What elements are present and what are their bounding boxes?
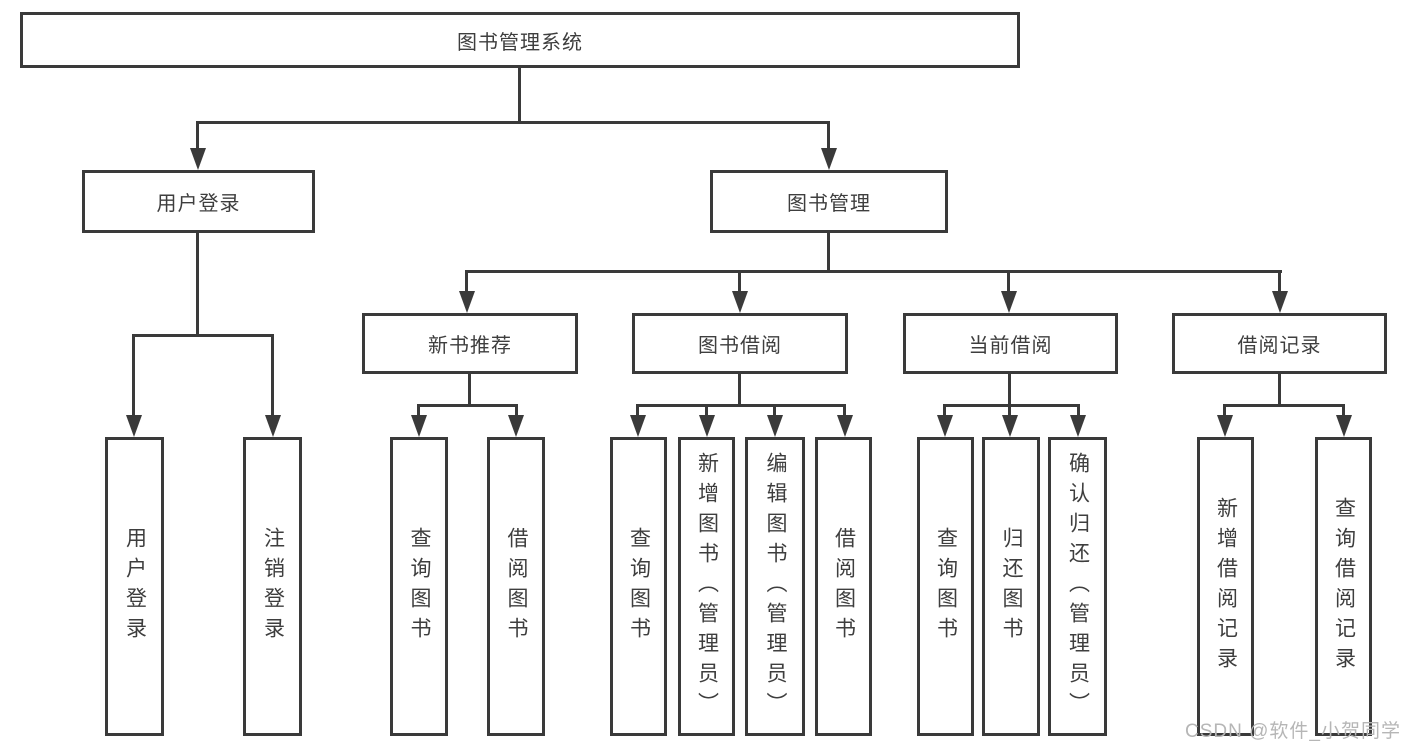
node-borrow-record: 借阅记录: [1172, 313, 1387, 374]
arrow-down-icon: [1217, 415, 1233, 437]
node-label: 查询图书: [934, 526, 958, 647]
csdn-watermark: CSDN @软件_小贺同学: [1185, 721, 1401, 742]
node-leaf-edit-book-admin: 编辑图书（管理员）: [745, 437, 805, 736]
node-label: 新增借阅记录: [1214, 496, 1238, 677]
connector-line: [1008, 374, 1011, 407]
connector-line: [843, 404, 846, 417]
arrow-down-icon: [732, 291, 748, 313]
connector-line: [827, 233, 830, 273]
arrow-down-icon: [190, 148, 206, 170]
connector-line: [738, 270, 741, 293]
node-label: 确认归还（管理员）: [1066, 451, 1090, 722]
arrow-down-icon: [1336, 415, 1352, 437]
node-leaf-query-borrow-record: 查询借阅记录: [1315, 437, 1372, 736]
arrow-down-icon: [699, 415, 715, 437]
arrow-down-icon: [1002, 415, 1018, 437]
node-leaf-query-book-3: 查询图书: [917, 437, 974, 736]
connector-line: [465, 270, 468, 293]
node-leaf-add-book-admin: 新增图书（管理员）: [678, 437, 735, 736]
node-label: 图书管理系统: [457, 31, 583, 54]
connector-line: [773, 404, 776, 417]
connector-line: [1008, 404, 1011, 417]
node-label: 编辑图书（管理员）: [764, 451, 787, 722]
arrow-down-icon: [937, 415, 953, 437]
arrow-down-icon: [1272, 291, 1288, 313]
node-label: 查询借阅记录: [1332, 496, 1356, 677]
node-label: 图书管理: [787, 193, 871, 215]
connector-line: [943, 404, 946, 417]
connector-line: [132, 334, 135, 417]
connector-line: [518, 68, 521, 122]
connector-line: [827, 121, 830, 151]
connector-line: [636, 404, 639, 417]
node-label: 新增图书（管理员）: [695, 451, 719, 722]
node-label: 当前借阅: [968, 335, 1053, 357]
arrow-down-icon: [265, 415, 281, 437]
node-leaf-return-book: 归还图书: [982, 437, 1040, 736]
node-user-login: 用户登录: [82, 170, 315, 233]
arrow-down-icon: [126, 415, 142, 437]
node-label: 查询图书: [627, 526, 651, 647]
node-book-management: 图书管理: [710, 170, 948, 233]
connector-line: [196, 121, 830, 124]
connector-line: [738, 374, 741, 407]
arrow-down-icon: [508, 415, 524, 437]
connector-line: [132, 334, 274, 337]
connector-line: [515, 404, 518, 417]
connector-line: [468, 374, 471, 407]
node-new-book-recommend: 新书推荐: [362, 313, 578, 374]
connector-line: [636, 404, 846, 407]
arrow-down-icon: [411, 415, 427, 437]
node-label: 借阅图书: [505, 526, 528, 647]
connector-line: [271, 334, 274, 417]
node-leaf-add-borrow-record: 新增借阅记录: [1197, 437, 1254, 736]
node-label: 新书推荐: [428, 335, 512, 357]
node-label: 图书借阅: [698, 335, 782, 357]
arrow-down-icon: [837, 415, 853, 437]
connector-line: [196, 233, 199, 337]
node-leaf-borrow-book-2: 借阅图书: [815, 437, 872, 736]
connector-line: [417, 404, 518, 407]
node-leaf-borrow-book-1: 借阅图书: [487, 437, 545, 736]
arrow-down-icon: [459, 291, 475, 313]
arrow-down-icon: [1070, 415, 1086, 437]
arrow-down-icon: [767, 415, 783, 437]
connector-line: [1342, 404, 1345, 417]
arrow-down-icon: [1001, 291, 1017, 313]
node-label: 借阅记录: [1237, 335, 1322, 357]
node-label: 用户登录: [123, 526, 147, 647]
connector-line: [1077, 404, 1080, 417]
node-leaf-query-book-2: 查询图书: [610, 437, 667, 736]
node-leaf-user-login: 用户登录: [105, 437, 164, 736]
connector-line: [465, 270, 1282, 273]
connector-line: [705, 404, 708, 417]
connector-line: [196, 121, 199, 151]
connector-line: [1278, 374, 1281, 407]
connector-line: [943, 404, 1080, 407]
node-label: 注销登录: [261, 526, 285, 647]
node-leaf-confirm-return-admin: 确认归还（管理员）: [1048, 437, 1107, 736]
connector-line: [1007, 270, 1010, 293]
arrow-down-icon: [630, 415, 646, 437]
node-book-borrow: 图书借阅: [632, 313, 848, 374]
node-leaf-logout: 注销登录: [243, 437, 302, 736]
node-label: 归还图书: [1000, 526, 1023, 647]
node-current-borrow: 当前借阅: [903, 313, 1118, 374]
node-label: 借阅图书: [832, 526, 856, 647]
connector-line: [1223, 404, 1226, 417]
arrow-down-icon: [821, 148, 837, 170]
connector-line: [417, 404, 420, 417]
node-leaf-query-book-1: 查询图书: [390, 437, 448, 736]
node-label: 查询图书: [408, 526, 431, 647]
node-root: 图书管理系统: [20, 12, 1020, 68]
connector-line: [1278, 270, 1281, 293]
node-label: 用户登录: [156, 193, 241, 215]
connector-line: [1223, 404, 1345, 407]
